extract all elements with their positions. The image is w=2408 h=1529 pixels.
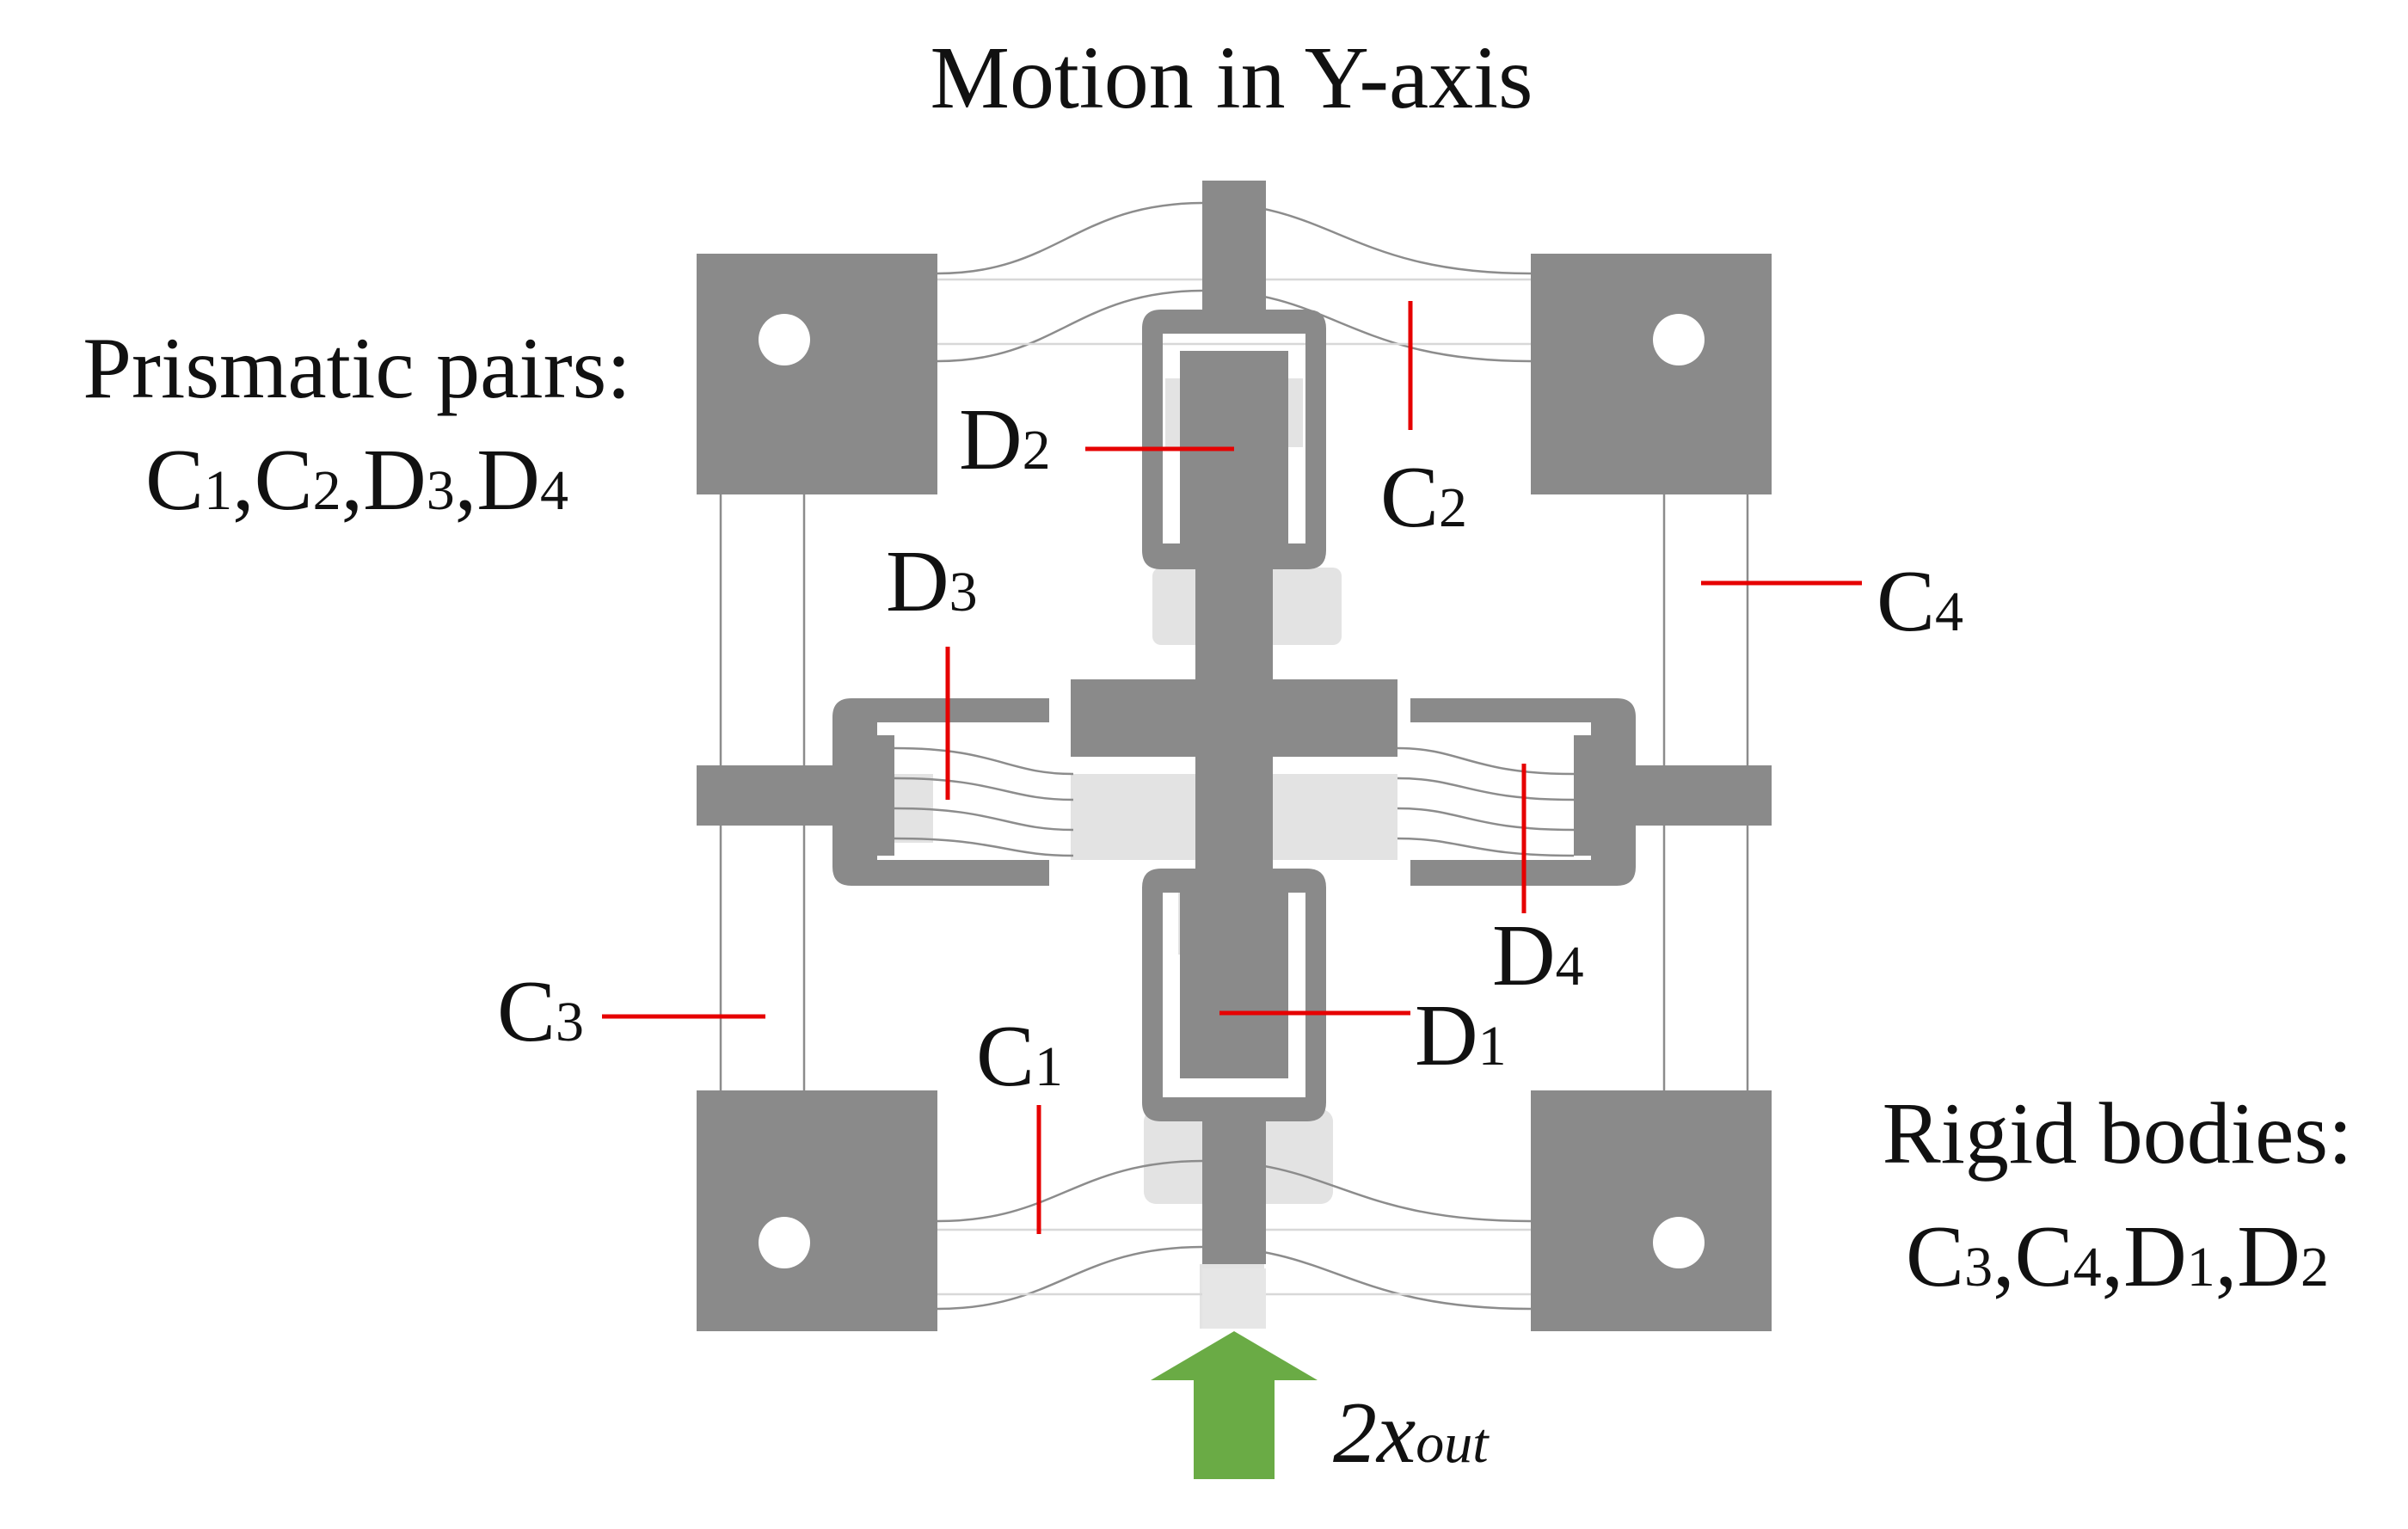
prismatic-item-2: C xyxy=(255,432,313,529)
anchor-holes xyxy=(759,314,1705,1268)
label-d1: D1 xyxy=(1415,987,1507,1084)
input-label-base: 2x xyxy=(1333,1385,1416,1482)
bottom-stem xyxy=(1202,1118,1266,1264)
anchor-block-bottom-right xyxy=(1531,1090,1772,1331)
input-arrow-ghost-stem xyxy=(1202,1268,1266,1329)
hole-bottom-left xyxy=(759,1217,810,1268)
label-d2: D2 xyxy=(959,391,1051,488)
label-c4-sub: 4 xyxy=(1935,580,1963,643)
rigid-parts xyxy=(697,181,1772,1331)
label-c1-sub: 1 xyxy=(1035,1035,1063,1098)
rigid-item-1: C xyxy=(1906,1208,1964,1305)
bottom-guide-bar xyxy=(1180,1058,1288,1078)
prismatic-item-2-sep: , xyxy=(341,432,364,529)
label-d2-base: D xyxy=(959,391,1023,488)
right-u-guide xyxy=(1410,698,1636,886)
rigid-item-2: C xyxy=(2015,1208,2073,1305)
input-arrow xyxy=(1151,1268,1318,1479)
flexure-left-inner-2 xyxy=(894,777,1074,801)
anchor-block-top-left xyxy=(697,254,937,494)
rigid-item-3: D xyxy=(2123,1208,2187,1305)
hole-bottom-right xyxy=(1653,1217,1705,1268)
rigid-item-3-sub: 1 xyxy=(2187,1236,2215,1299)
right-shuttle xyxy=(1617,765,1772,826)
flexure-left-inner-1 xyxy=(894,746,1074,776)
diagram-title: Motion in Y-axis xyxy=(930,28,1533,127)
label-d3: D3 xyxy=(886,533,978,630)
rigid-item-4-sub: 2 xyxy=(2300,1236,2329,1299)
label-d4-base: D xyxy=(1492,907,1556,1004)
rigid-list: C3,C4,D1,D2 xyxy=(1906,1208,2329,1305)
label-d4-sub: 4 xyxy=(1556,935,1584,998)
prismatic-item-1-sep: , xyxy=(232,432,255,529)
hole-top-right xyxy=(1653,314,1705,365)
top-guide-bar xyxy=(1180,353,1288,373)
label-c1-base: C xyxy=(976,1008,1035,1105)
prismatic-item-3-sep: , xyxy=(455,432,477,529)
rigid-item-2-sub: 4 xyxy=(2073,1236,2102,1299)
label-d1-sub: 1 xyxy=(1478,1015,1507,1078)
label-c3-base: C xyxy=(497,963,556,1060)
left-u-guide xyxy=(832,698,1049,886)
flexure-left-inner-4 xyxy=(894,837,1074,857)
prismatic-item-3-sub: 3 xyxy=(427,459,455,522)
rigid-heading: Rigid bodies: xyxy=(1883,1085,2353,1182)
input-arrow-shape xyxy=(1151,1331,1318,1479)
label-c3-sub: 3 xyxy=(556,991,584,1053)
prismatic-item-3: D xyxy=(363,432,427,529)
rigid-item-3-sep: , xyxy=(2215,1208,2238,1305)
rigid-item-4: D xyxy=(2237,1208,2300,1305)
right-guide-bar xyxy=(1574,735,1600,856)
flexure-right-inner-4 xyxy=(1397,837,1575,857)
flexure-right-inner-3 xyxy=(1397,807,1575,832)
prismatic-list: C1,C2,D3,D4 xyxy=(145,432,568,529)
rigid-item-2-sep: , xyxy=(2102,1208,2124,1305)
label-c3: C3 xyxy=(497,963,584,1060)
label-c2-sub: 2 xyxy=(1439,476,1467,539)
flexure-left-inner-3 xyxy=(894,807,1074,832)
leader-lines xyxy=(602,301,1862,1234)
prismatic-heading: Prismatic pairs: xyxy=(83,320,630,417)
rigid-item-1-sub: 3 xyxy=(1964,1236,1993,1299)
anchor-block-top-right xyxy=(1531,254,1772,494)
flexure-right-inner-1 xyxy=(1397,746,1575,776)
input-label-sub: out xyxy=(1416,1412,1490,1475)
center-cross-horizontal xyxy=(1071,679,1398,757)
label-c2-base: C xyxy=(1380,449,1439,546)
label-d1-base: D xyxy=(1415,987,1478,1084)
top-u-guide xyxy=(1142,310,1326,569)
prismatic-item-1: C xyxy=(145,432,204,529)
top-stem xyxy=(1202,181,1266,318)
label-d3-base: D xyxy=(886,533,949,630)
bottom-u-guide xyxy=(1142,869,1326,1121)
hole-top-left xyxy=(759,314,810,365)
anchor-block-bottom-left xyxy=(697,1090,937,1331)
label-d4: D4 xyxy=(1492,907,1584,1004)
label-c2: C2 xyxy=(1380,449,1467,546)
label-c1: C1 xyxy=(976,1008,1063,1105)
label-d2-sub: 2 xyxy=(1023,419,1051,482)
label-c4-base: C xyxy=(1877,553,1935,650)
flexure-right-inner-2 xyxy=(1397,777,1575,801)
input-label: 2xout xyxy=(1333,1385,1490,1482)
prismatic-item-4: D xyxy=(476,432,540,529)
rigid-item-1-sep: , xyxy=(1993,1208,2015,1305)
left-guide-bar xyxy=(869,735,894,856)
label-c4: C4 xyxy=(1877,553,1963,650)
prismatic-item-1-sub: 1 xyxy=(204,459,232,522)
prismatic-item-4-sub: 4 xyxy=(540,459,568,522)
label-d3-sub: 3 xyxy=(949,561,978,623)
prismatic-item-2-sub: 2 xyxy=(313,459,341,522)
